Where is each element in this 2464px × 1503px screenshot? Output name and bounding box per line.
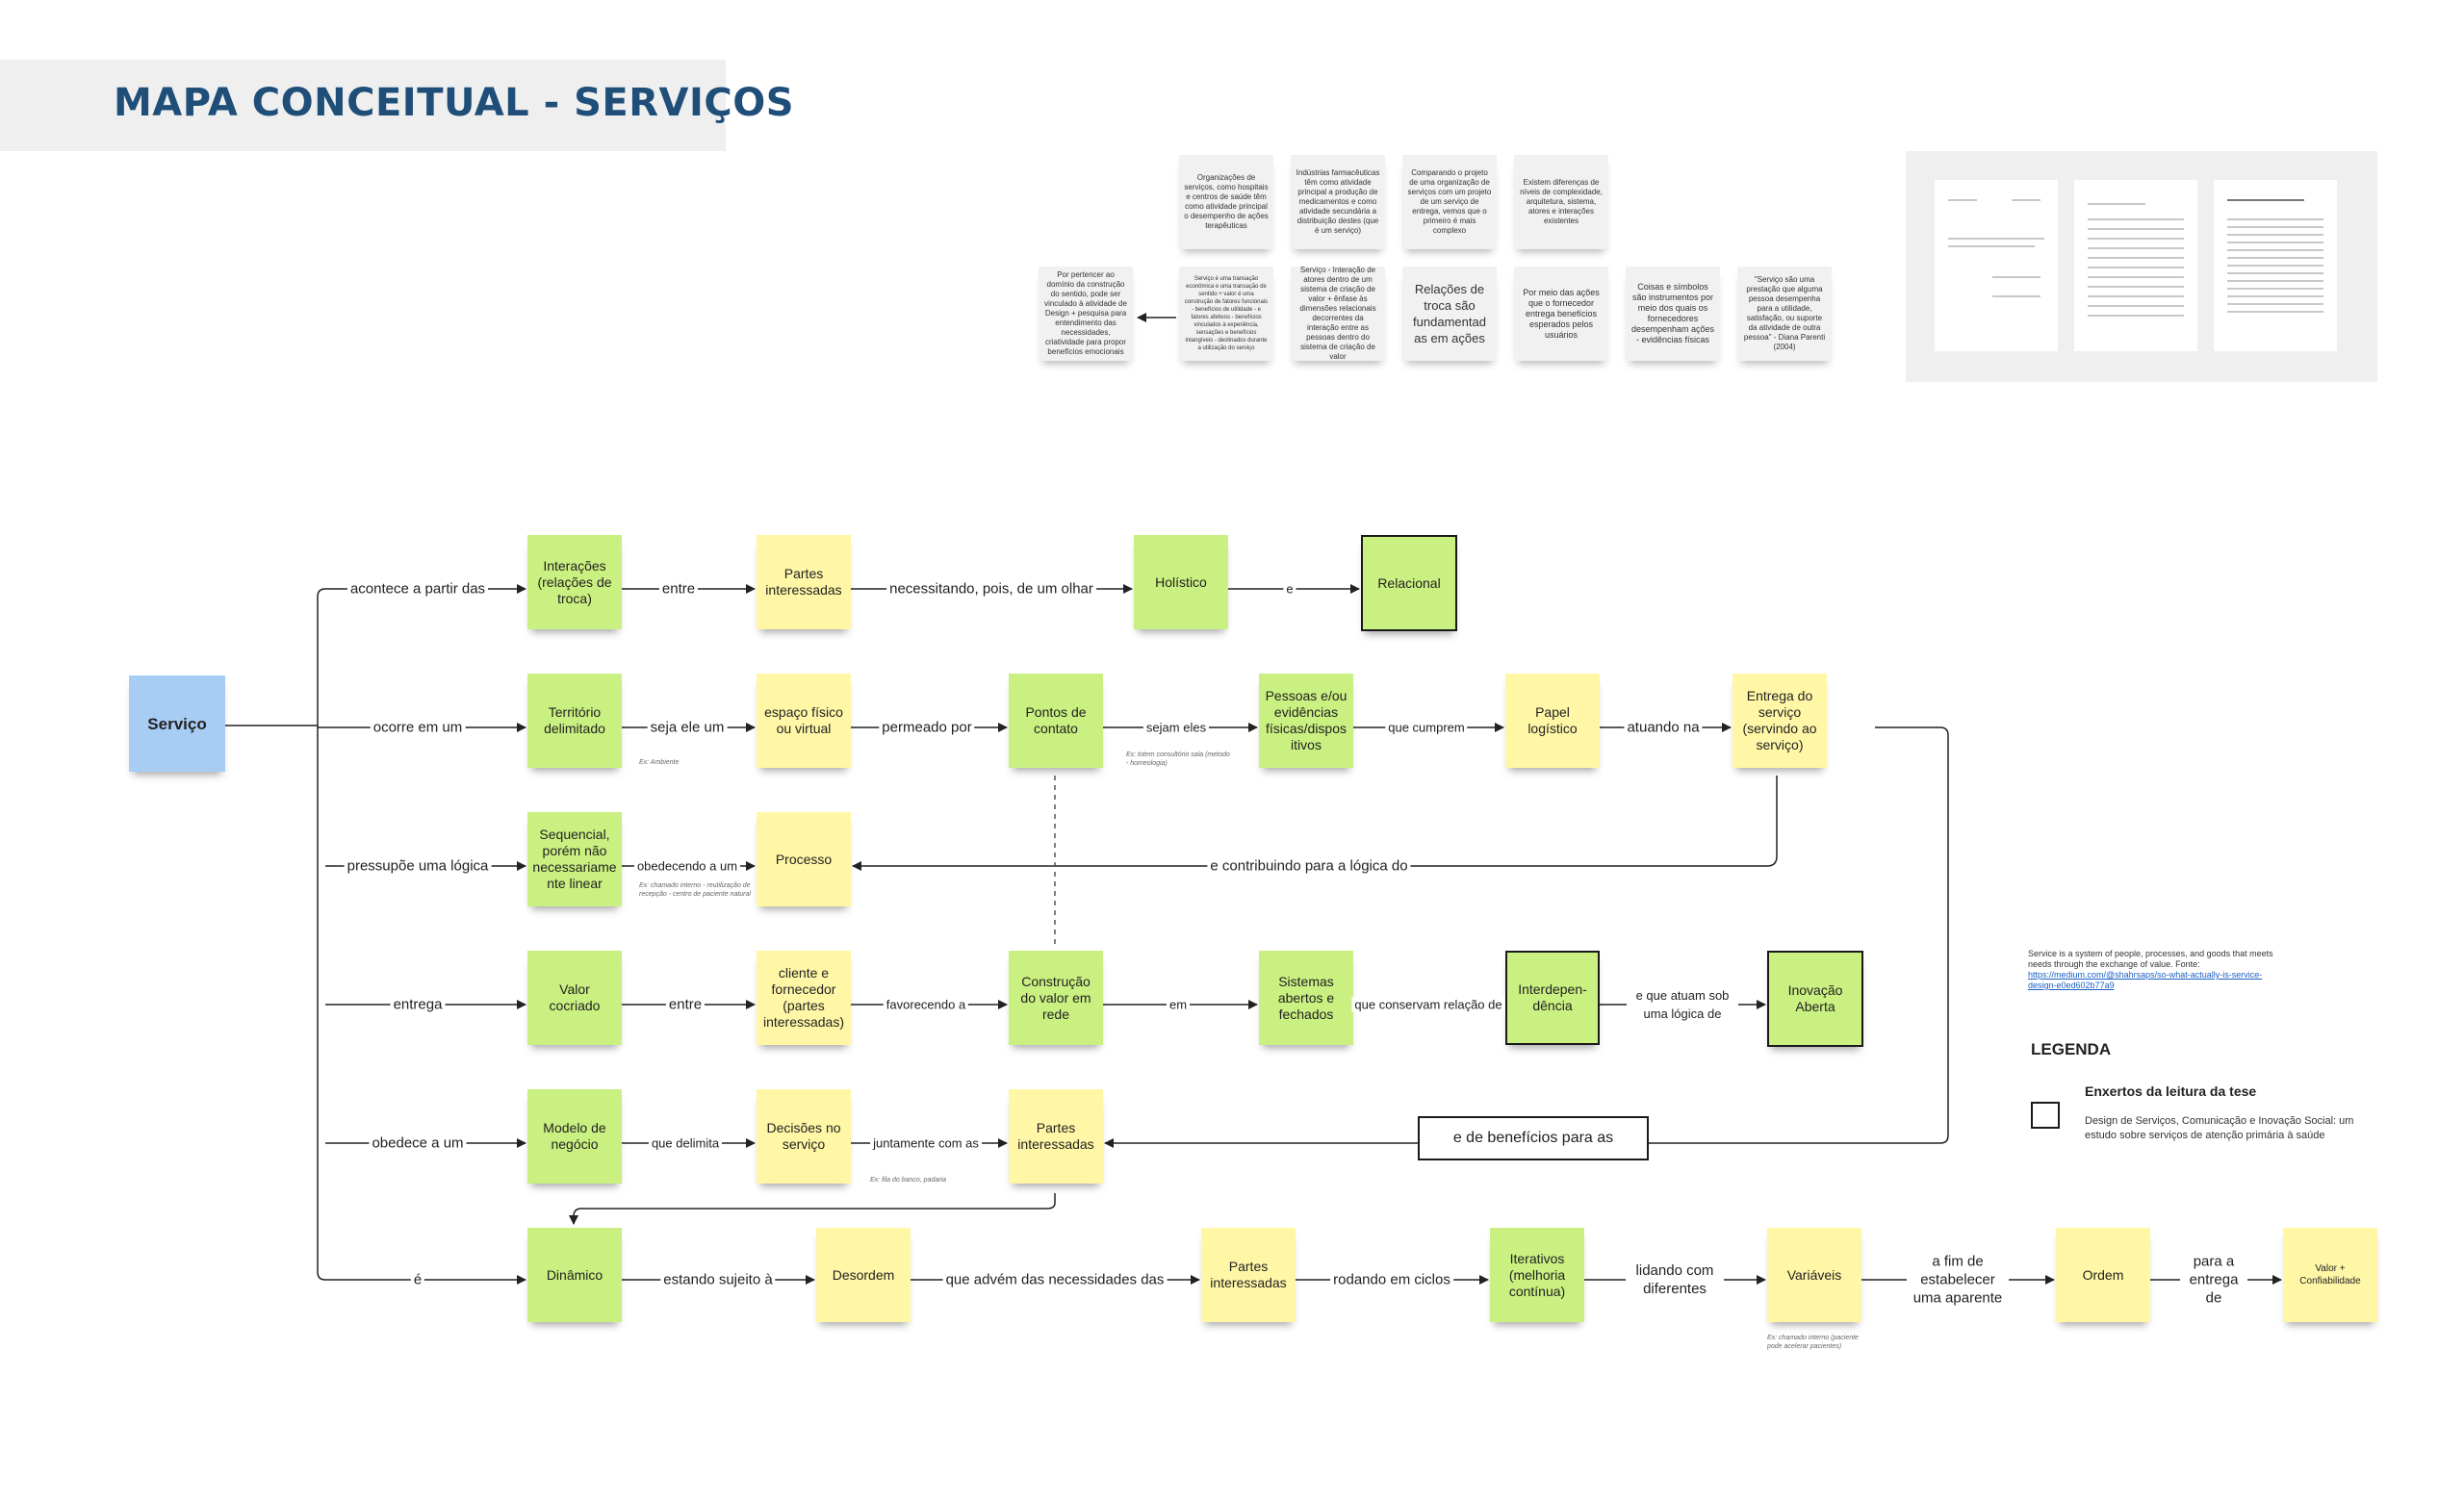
link-necessitando: necessitando, pois, de um olhar	[886, 580, 1096, 598]
link-paraentrega: para a entrega de	[2180, 1252, 2247, 1308]
node-variaveis: Variáveis	[1767, 1228, 1861, 1322]
title-bar	[0, 60, 726, 151]
document-thumbnail	[2214, 180, 2337, 351]
quote-link[interactable]: https://medium.com/@shahrsaps/so-what-ac…	[2028, 970, 2263, 990]
node-territorio: Território delimitado	[527, 674, 622, 768]
node-sequencial: Sequencial, porém não necessariame nte l…	[527, 812, 622, 906]
link-permeado: permeado por	[879, 719, 975, 736]
node-iterativos: Iterativos (melhoria contínua)	[1490, 1228, 1584, 1322]
link-sujeito: estando sujeito à	[660, 1271, 776, 1288]
example-sequencial: Ex: chamado interno - reutilização de re…	[639, 882, 751, 898]
node-interdependencia: Interdepen-dência	[1505, 951, 1600, 1045]
note-coisas-simbolos: Coisas e símbolos são instrumentos por m…	[1626, 267, 1720, 361]
link-e-acento: é	[410, 1271, 425, 1288]
document-thumbnail	[1935, 180, 2058, 351]
node-espaco: espaço físico ou virtual	[757, 674, 851, 768]
legend-bordered-swatch	[2031, 1102, 2060, 1129]
link-seja: seja ele um	[647, 719, 728, 736]
example-variaveis: Ex: chamado interno (paciente pode acele…	[1767, 1335, 1859, 1350]
page-title: MAPA CONCEITUAL - SERVIÇOS	[114, 81, 795, 125]
note-interacao-atores: Serviço - Interação de atores dentro de …	[1291, 266, 1385, 361]
node-modelo-negocio: Modelo de negócio	[527, 1089, 622, 1184]
note-transacao: Serviço é uma transação econômica e uma …	[1179, 267, 1273, 361]
node-ordem: Ordem	[2056, 1228, 2150, 1322]
note-relacoes-troca: Relações de troca são fundamentad as em …	[1402, 267, 1497, 361]
note-citacao-parenti: "Serviço são uma prestação que alguma pe…	[1737, 267, 1832, 361]
node-dinamico: Dinâmico	[527, 1228, 622, 1322]
note-dominio-sentido: Por pertencer ao domínio da construção d…	[1039, 267, 1133, 361]
link-entre: entre	[658, 580, 699, 598]
note-acoes-fornecedor: Por meio das ações que o fornecedor entr…	[1514, 267, 1608, 361]
link-cumprem: que cumprem	[1385, 720, 1468, 735]
link-obedece: obedece a um	[369, 1134, 467, 1152]
example-ambiente: Ex: Ambiente	[639, 759, 680, 766]
node-cliente-fornecedor: cliente e fornecedor (partes interessada…	[757, 951, 851, 1045]
node-servico: Serviço	[129, 675, 225, 772]
document-thumbnail	[2074, 180, 2197, 351]
link-beneficios-box: e de benefícios para as	[1418, 1116, 1649, 1160]
node-partes-interessadas: Partes interessadas	[757, 535, 851, 629]
node-sistemas: Sistemas abertos e fechados	[1259, 951, 1353, 1045]
node-papel-logistico: Papel logístico	[1505, 674, 1600, 768]
quote-text: Service is a system of people, processes…	[2028, 949, 2273, 969]
service-definition-quote: Service is a system of people, processes…	[2028, 949, 2288, 991]
node-entrega-servico: Entrega do serviço (servindo ao serviço)	[1732, 674, 1827, 768]
link-entre-2: entre	[665, 996, 706, 1013]
node-inovacao-aberta: Inovação Aberta	[1767, 951, 1863, 1047]
node-construcao-valor: Construção do valor em rede	[1009, 951, 1103, 1045]
node-valor-cocriado: Valor cocriado	[527, 951, 622, 1045]
node-interacoes: Interações (relações de troca)	[527, 535, 622, 629]
node-processo: Processo	[757, 812, 851, 906]
node-pessoas: Pessoas e/ou evidências físicas/dispos i…	[1259, 674, 1353, 768]
node-decisoes: Decisões no serviço	[757, 1089, 851, 1184]
node-partes-interessadas-3: Partes interessadas	[1201, 1228, 1296, 1322]
legend-item-title: Enxertos da leitura da tese	[2085, 1083, 2257, 1099]
legend-item-text: Design de Serviços, Comunicação e Inovaç…	[2085, 1115, 2354, 1141]
note-industrias: Indústrias farmacêuticas têm como ativid…	[1291, 155, 1385, 249]
reference-documents-panel	[1906, 151, 2377, 382]
link-favorecendo: favorecendo a	[883, 997, 969, 1012]
link-afim: a fim de estabelecer uma aparente	[1907, 1252, 2009, 1308]
note-organizacoes: Organizações de serviços, como hospitais…	[1179, 155, 1273, 249]
link-conservam: que conservam relação de	[1351, 997, 1505, 1012]
node-pontos-de-contato: Pontos de contato	[1009, 674, 1103, 768]
link-lidando: lidando com diferentes	[1626, 1261, 1724, 1298]
link-sejam: sejam eles	[1142, 720, 1210, 735]
link-e: e	[1283, 581, 1296, 597]
node-holistico: Holístico	[1134, 535, 1228, 629]
link-entrega: entrega	[390, 996, 446, 1013]
note-comparando: Comparando o projeto de uma organização …	[1402, 155, 1497, 249]
link-atuando: atuando na	[1624, 719, 1703, 736]
link-pressupoe: pressupõe uma lógica	[344, 857, 492, 875]
note-diferencas: Existem diferenças de níveis de complexi…	[1514, 155, 1608, 249]
link-contribuindo: e contribuindo para a lógica do	[1207, 857, 1411, 875]
link-ocorre: ocorre em um	[370, 719, 466, 736]
example-decisoes: Ex: fila do banco, padaria	[870, 1177, 946, 1184]
node-partes-interessadas-2: Partes interessadas	[1009, 1089, 1103, 1184]
link-obedecendo: obedecendo a um	[633, 858, 741, 874]
example-pontos: Ex: totem consultório sala (metodo - hom…	[1126, 752, 1230, 767]
link-em: em	[1166, 997, 1191, 1012]
link-atuam: e que atuam sob uma lógica de	[1627, 986, 1738, 1023]
link-rodando: rodando em ciclos	[1330, 1271, 1453, 1288]
link-advem: que advém das necessidades das	[942, 1271, 1168, 1288]
node-desordem: Desordem	[816, 1228, 911, 1322]
link-acontece: acontece a partir das	[346, 580, 489, 598]
legend-title: LEGENDA	[2031, 1040, 2112, 1058]
link-juntamente: juntamente com as	[870, 1135, 982, 1151]
link-delimita: que delimita	[648, 1135, 723, 1151]
node-valor-confiabilidade: Valor + Confiabilidade	[2283, 1228, 2377, 1322]
node-relacional: Relacional	[1361, 535, 1457, 631]
